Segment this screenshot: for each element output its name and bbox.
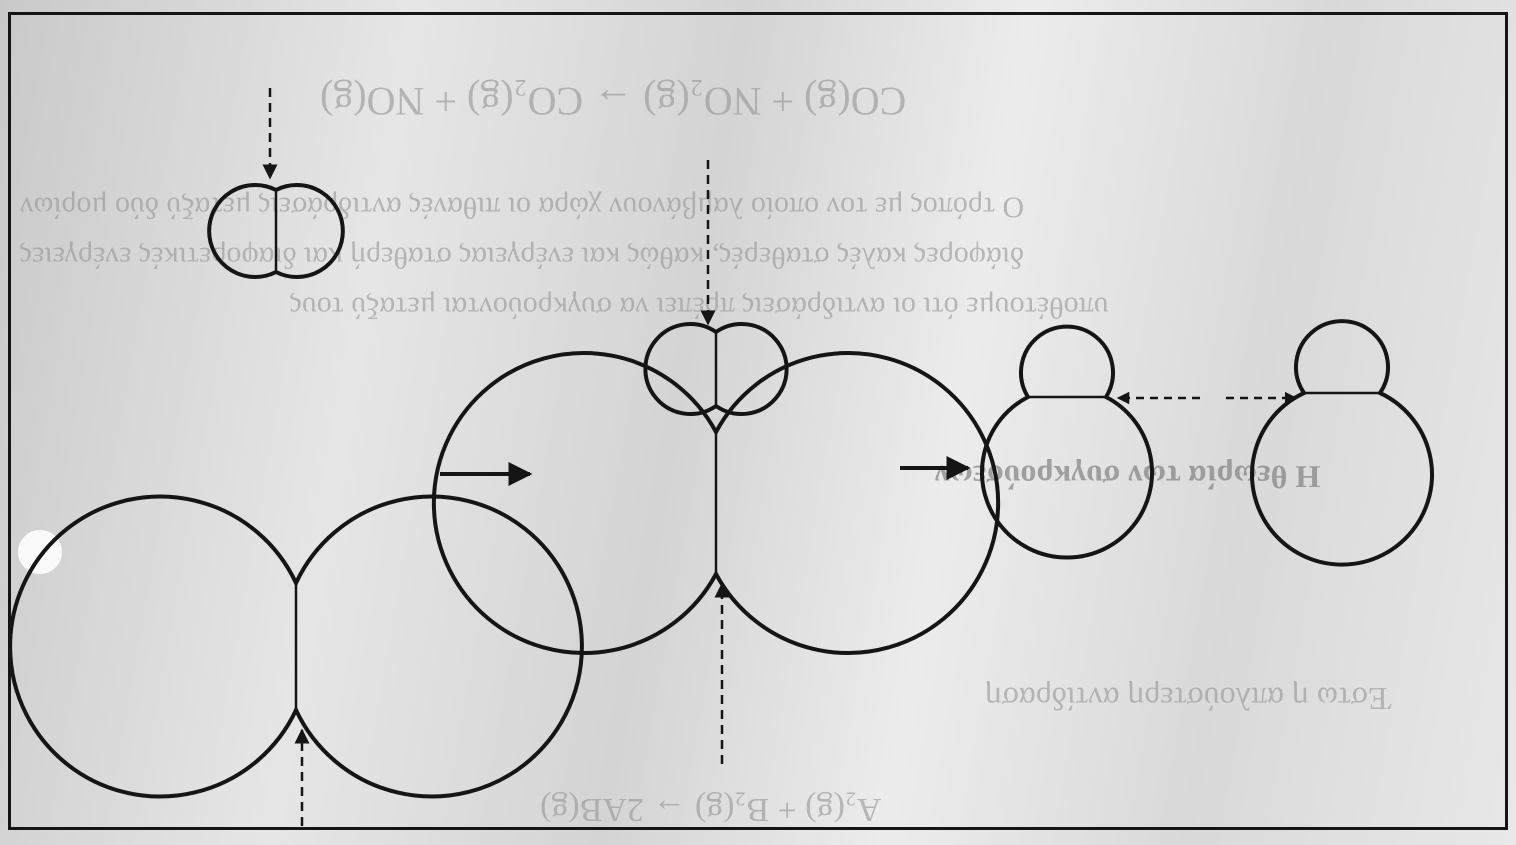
product-molecule-1 (982, 327, 1152, 558)
large-diatomic-molecule (10, 497, 582, 797)
collision-complex (434, 324, 998, 653)
small-diatomic-molecule (209, 185, 343, 277)
product-molecule-2 (1252, 321, 1432, 565)
